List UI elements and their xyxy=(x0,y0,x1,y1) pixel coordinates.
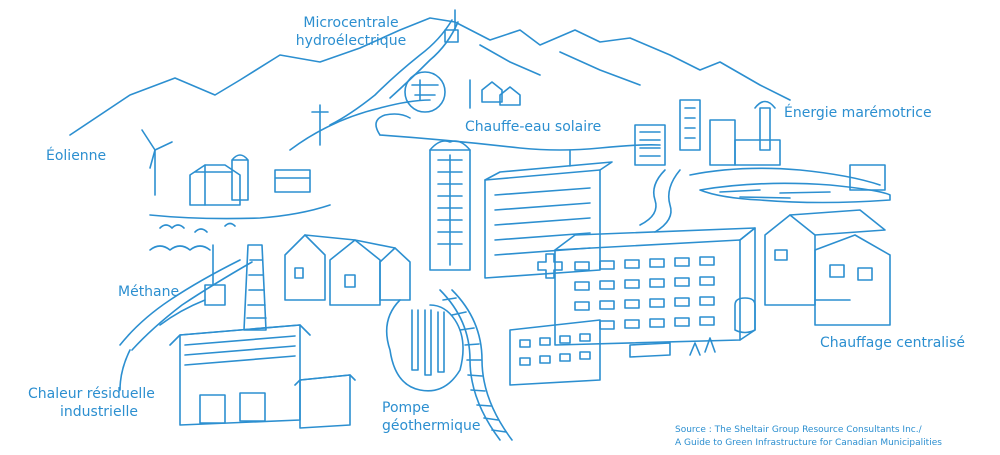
methane-tank xyxy=(204,284,226,306)
barn-roof-lines xyxy=(194,164,233,206)
tidal-buildings-right xyxy=(849,164,886,191)
label-chauffage-centralise: Chauffage centralisé xyxy=(820,335,965,351)
office-windows xyxy=(494,187,591,256)
hospital-cross xyxy=(537,253,563,279)
mountain-ridge xyxy=(479,44,641,86)
source-line1: Source : The Sheltair Group Resource Con… xyxy=(675,425,922,435)
wind-turbine-blades xyxy=(141,129,173,169)
tidal-building-1 xyxy=(634,124,666,166)
railway-ties xyxy=(442,297,507,433)
label-pompe-geothermique: Pompe géothermique xyxy=(382,399,480,435)
horizon xyxy=(379,134,661,151)
road-bottom xyxy=(119,349,131,391)
power-lines xyxy=(289,99,431,151)
hospital-entrance xyxy=(629,342,671,358)
geo-house-1 xyxy=(284,234,326,301)
district-house-2 xyxy=(789,209,886,236)
factory-annex-roof xyxy=(294,374,356,386)
hospital-tank xyxy=(734,297,756,334)
methane-mounds xyxy=(149,245,211,251)
hydro-turbine-house xyxy=(444,29,459,43)
factory-roof xyxy=(169,324,311,346)
methane-pipe xyxy=(159,299,206,326)
hydro-penstock-2 xyxy=(389,21,459,99)
road-tidal xyxy=(639,169,666,226)
factory-roof-lines xyxy=(184,335,296,366)
label-microcentrale: Microcentrale hydroélectrique xyxy=(276,14,426,50)
geo-house-2 xyxy=(329,239,381,306)
chimney xyxy=(243,244,267,331)
road-2 xyxy=(131,261,253,351)
label-chauffe-eau-solaire: Chauffe-eau solaire xyxy=(465,119,602,135)
tidal-building-1-lines xyxy=(639,131,661,157)
label-energie-maremotrice: Énergie marémotrice xyxy=(784,105,932,121)
geo-house-windows xyxy=(294,267,356,288)
hospital-trees xyxy=(689,337,716,356)
label-chaleur-residuelle: Chaleur résiduelle industrielle xyxy=(28,385,155,421)
geo-house-roofs xyxy=(304,234,396,249)
geo-loops xyxy=(411,309,445,376)
geo-loop-outer xyxy=(385,299,464,392)
tidal-dam xyxy=(689,167,881,186)
small-house-2 xyxy=(499,86,521,106)
district-house-1 xyxy=(764,214,816,306)
hospital-wing xyxy=(509,319,601,386)
label-chaleur-line2: industrielle xyxy=(60,404,138,420)
factory-annex xyxy=(299,374,351,429)
tidal-basin xyxy=(699,182,891,204)
road-tidal-2 xyxy=(654,169,681,233)
label-methane: Méthane xyxy=(118,284,180,300)
geo-house-3 xyxy=(379,247,411,301)
label-microcentrale-line2: hydroélectrique xyxy=(295,33,407,49)
road xyxy=(119,259,241,346)
hydro-magnifier-detail xyxy=(411,79,439,101)
farm-bushes xyxy=(159,222,236,233)
tidal-tower xyxy=(754,100,776,151)
office-building xyxy=(484,169,601,279)
solar-tower xyxy=(429,149,471,271)
chimney-lines xyxy=(246,259,267,319)
farm-field xyxy=(149,204,331,220)
tidal-building-2 xyxy=(679,99,701,151)
farm-shed xyxy=(274,169,311,193)
hospital-side xyxy=(739,227,756,341)
source-citation: Source : The Sheltair Group Resource Con… xyxy=(675,424,942,450)
hospital-main xyxy=(554,239,741,346)
tidal-water-lines xyxy=(719,189,831,199)
hospital-windows xyxy=(574,256,715,330)
mountain-range xyxy=(69,17,791,136)
small-house-1 xyxy=(481,81,503,103)
tidal-building-2-lines xyxy=(684,107,696,139)
office-building-side xyxy=(484,161,613,181)
label-pompe-line2: géothermique xyxy=(382,418,481,434)
district-house-windows xyxy=(774,249,873,281)
label-chaleur-line1: Chaleur résiduelle xyxy=(28,386,155,402)
solar-tower-top xyxy=(429,140,471,151)
hydro-penstock xyxy=(329,19,453,126)
factory-doors xyxy=(199,392,266,424)
railway-right xyxy=(451,289,513,441)
tidal-buildings-low xyxy=(734,139,781,166)
district-house-3 xyxy=(814,234,891,326)
source-line2: A Guide to Green Infrastructure for Cana… xyxy=(675,438,942,448)
hospital-roof xyxy=(554,227,756,251)
label-eolienne: Éolienne xyxy=(46,148,107,164)
label-microcentrale-line1: Microcentrale xyxy=(303,15,399,31)
hydro-magnifier xyxy=(404,71,446,113)
label-pompe-line1: Pompe xyxy=(382,400,430,416)
horizon-left xyxy=(375,113,411,136)
silo xyxy=(231,154,249,201)
tidal-building-3 xyxy=(709,119,736,166)
hospital-wing-windows xyxy=(519,333,591,366)
